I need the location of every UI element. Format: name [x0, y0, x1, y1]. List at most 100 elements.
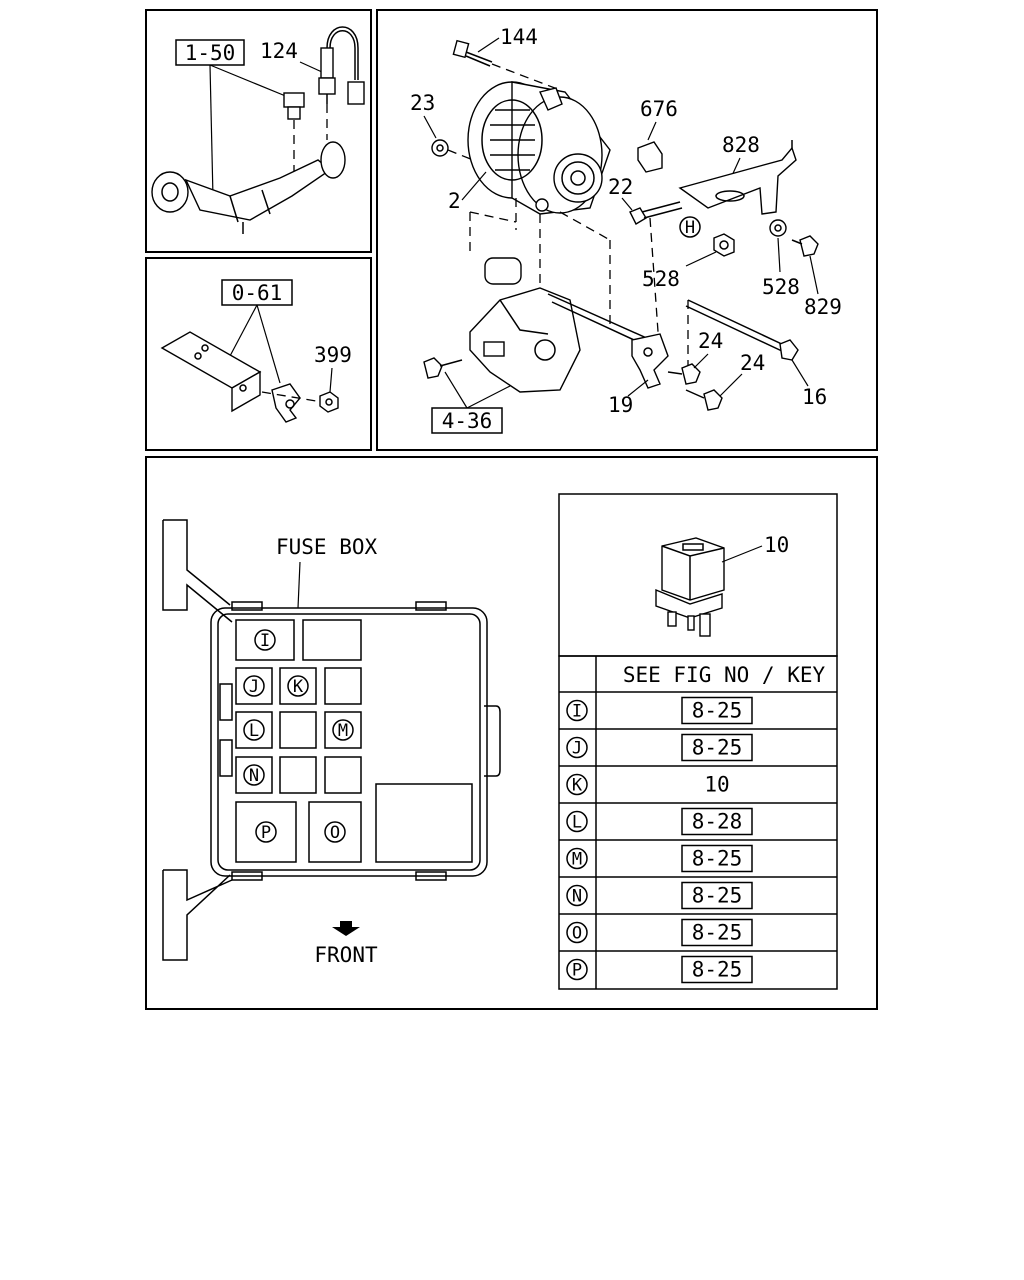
- fuse-slot-l[interactable]: L: [235, 711, 273, 749]
- svg-text:H: H: [685, 218, 695, 238]
- fig-ref-value: 8-25: [692, 958, 743, 982]
- fuse-slot-blank-2[interactable]: [324, 667, 362, 705]
- callout-676: 676: [640, 97, 678, 121]
- key-marker-j: [566, 736, 588, 759]
- key-marker-n: [566, 884, 588, 907]
- callout-22: 22: [608, 175, 633, 199]
- svg-text:N: N: [249, 766, 259, 786]
- alternator-icon: [467, 81, 611, 215]
- fuse-slot-blank-1[interactable]: [302, 619, 362, 661]
- fuse-slot-o[interactable]: O: [308, 801, 362, 863]
- callout-24-lower: 24: [740, 351, 765, 375]
- ref-box-4-36-label: 4-36: [442, 409, 493, 433]
- panel-exhaust-frame: [145, 9, 372, 253]
- callout-2: 2: [448, 189, 461, 213]
- fig-ref-box[interactable]: [681, 733, 753, 762]
- fig-ref-box[interactable]: [681, 807, 753, 836]
- plug-bolt-icon: [283, 92, 305, 120]
- alternator-panel: 144 23: [410, 25, 842, 434]
- callout-528-left: 528: [642, 267, 680, 291]
- nut-528-left-icon: [713, 233, 735, 257]
- key-letter: I: [572, 702, 582, 722]
- h-marker: H: [679, 216, 701, 238]
- ref-box-1-50-label: 1-50: [185, 41, 236, 65]
- bolt-22-icon: [629, 201, 683, 225]
- key-marker-m: [566, 847, 588, 870]
- fig-ref-box[interactable]: [681, 844, 753, 873]
- key-letter: N: [572, 887, 582, 907]
- fig-ref-box[interactable]: [681, 955, 753, 984]
- svg-text:O: O: [330, 823, 340, 843]
- fig-ref-box[interactable]: [681, 918, 753, 947]
- fuse-box-panel: FUSE BOX I J K: [162, 493, 838, 990]
- mounting-rail: [162, 519, 233, 623]
- fuse-slot-blank-3[interactable]: [279, 711, 317, 749]
- fuse-slot-n[interactable]: N: [235, 756, 273, 794]
- mounting-bracket-lower-icon: [469, 257, 661, 393]
- fig-ref-box[interactable]: [681, 881, 753, 910]
- fuse-slot-blank-4[interactable]: [279, 756, 317, 794]
- callout-829: 829: [804, 295, 842, 319]
- callout-23: 23: [410, 91, 435, 115]
- svg-text:J: J: [249, 677, 259, 697]
- key-letter: K: [572, 776, 583, 796]
- callout-19: 19: [608, 393, 633, 417]
- key-letter: M: [572, 850, 582, 870]
- adjust-plate-19-icon: [631, 333, 669, 389]
- bracket-panel: 0-61 399: [160, 279, 352, 423]
- fig-ref-value: 8-25: [692, 699, 743, 723]
- key-marker-l: [566, 810, 588, 833]
- panel-bracket-frame: [145, 257, 372, 451]
- svg-text:I: I: [260, 631, 270, 651]
- key-letter: J: [572, 739, 582, 759]
- fig-ref-box[interactable]: [681, 696, 753, 725]
- fuse-slot-m[interactable]: M: [324, 711, 362, 749]
- fuse-slot-j[interactable]: J: [235, 667, 273, 705]
- svg-text:P: P: [261, 823, 271, 843]
- fuse-box-housing: [210, 601, 501, 881]
- callout-528-right: 528: [762, 275, 800, 299]
- panel-alternator-frame: [376, 9, 878, 451]
- mounting-bracket-icon: [160, 331, 262, 413]
- fuse-box-title: FUSE BOX: [276, 535, 378, 559]
- bolt-24-upper-icon: [667, 363, 701, 385]
- relay-callout-10: 10: [764, 533, 789, 557]
- ref-box-0-61-label: 0-61: [232, 281, 283, 305]
- callout-828: 828: [722, 133, 760, 157]
- fuse-slot-k[interactable]: K: [279, 667, 317, 705]
- key-table-row: I 8-25: [566, 696, 753, 725]
- callout-144: 144: [500, 25, 538, 49]
- svg-text:L: L: [249, 721, 259, 741]
- callout-24-upper: 24: [698, 329, 723, 353]
- fuse-slot-p[interactable]: P: [235, 801, 297, 863]
- clip-icon: [271, 383, 301, 423]
- bolt-24-lower-icon: [685, 389, 723, 411]
- fuse-slot-blank-large[interactable]: [375, 783, 473, 863]
- svg-text:M: M: [338, 721, 348, 741]
- clamp-676-icon: [637, 141, 663, 173]
- long-bolt-16-icon: [685, 299, 799, 361]
- fuse-slot-blank-5[interactable]: [324, 756, 362, 794]
- fig-ref-value: 8-25: [692, 736, 743, 760]
- fig-ref-value: 8-25: [692, 847, 743, 871]
- bolt-4-36-icon: [423, 357, 463, 379]
- fig-ref-value: 8-28: [692, 810, 743, 834]
- callout-16: 16: [802, 385, 827, 409]
- front-arrow-icon: [332, 921, 360, 936]
- key-table-row: J 8-25: [566, 733, 753, 762]
- callout-124: 124: [260, 39, 298, 63]
- fuse-slot-i[interactable]: I: [235, 619, 295, 661]
- relay-icon: [655, 537, 725, 637]
- key-marker-p: [566, 958, 588, 981]
- adjust-bracket-828-icon: [678, 140, 797, 215]
- key-table-row: M 8-25: [566, 844, 753, 873]
- key-table-header: SEE FIG NO / KEY: [623, 663, 826, 687]
- key-letter: O: [572, 924, 582, 944]
- key-letter: P: [572, 961, 582, 981]
- key-table-row: P 8-25: [566, 955, 753, 984]
- key-marker-o: [566, 921, 588, 944]
